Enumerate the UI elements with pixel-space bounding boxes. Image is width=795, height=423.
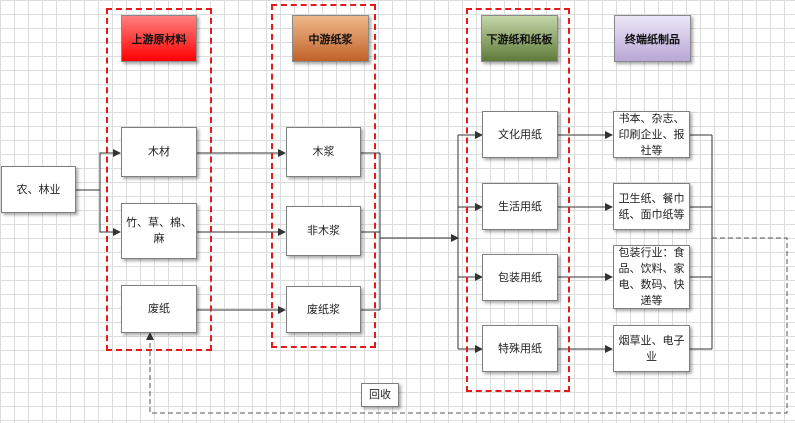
header-upstream: 上游原材料 xyxy=(121,15,197,62)
header-terminal: 终端纸制品 xyxy=(614,15,691,62)
header-downstream: 下游纸和纸板 xyxy=(481,15,558,62)
node-product-tobacco: 烟草业、电子业 xyxy=(613,325,690,372)
upstream-frame xyxy=(106,8,212,351)
node-pulp-wood: 木浆 xyxy=(286,127,361,177)
node-source: 农、林业 xyxy=(1,166,76,213)
node-raw-wastepaper: 废纸 xyxy=(121,285,197,333)
node-pulp-nonwood: 非木浆 xyxy=(286,206,361,256)
node-raw-wood: 木材 xyxy=(121,127,197,177)
node-product-packaging: 包装行业：食品、饮料、家电、数码、快递等 xyxy=(613,245,690,309)
connector-source-to-wood xyxy=(99,149,121,190)
node-product-tissue: 卫生纸、餐巾纸、面巾纸等 xyxy=(613,183,690,230)
node-paper-special: 特殊用纸 xyxy=(482,325,558,372)
downstream-frame xyxy=(466,8,570,392)
node-paper-household: 生活用纸 xyxy=(482,183,558,230)
midstream-frame xyxy=(271,4,376,348)
node-raw-bamboo: 竹、草、棉、麻 xyxy=(121,203,197,259)
node-paper-culture: 文化用纸 xyxy=(482,111,558,158)
header-midstream: 中游纸浆 xyxy=(292,15,369,62)
node-pulp-waste: 废纸浆 xyxy=(286,286,361,333)
recycle-label: 回收 xyxy=(361,383,399,407)
node-paper-packaging: 包装用纸 xyxy=(482,254,558,301)
recycle-loop xyxy=(146,237,788,414)
connector-source-to-bamboo xyxy=(99,190,121,236)
node-product-publishing: 书本、杂志、印刷企业、报社等 xyxy=(613,111,690,158)
